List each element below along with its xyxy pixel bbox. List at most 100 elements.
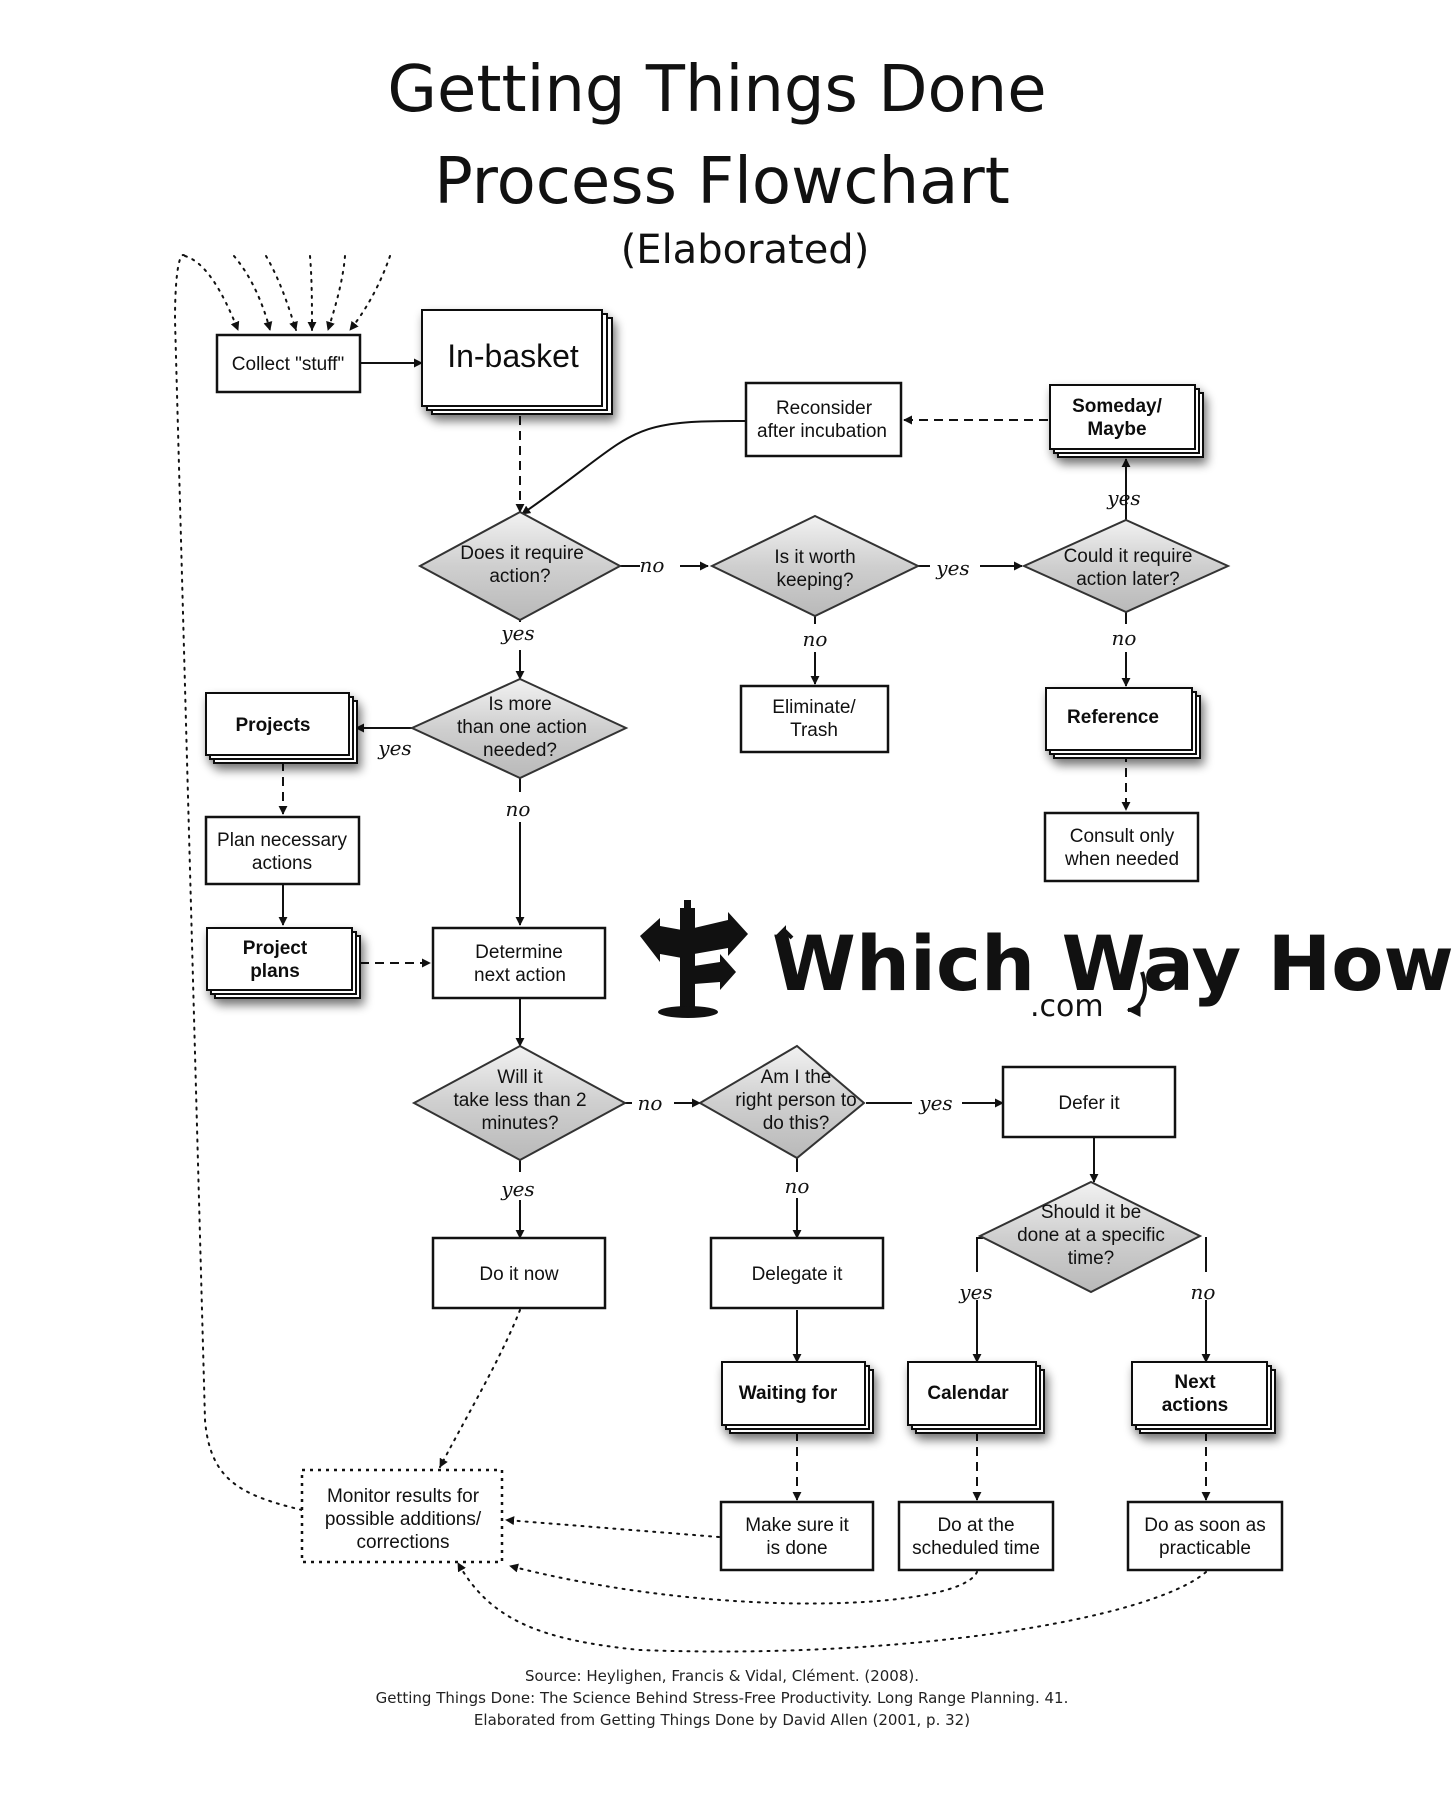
- node-two-minutes: Will it take less than 2 minutes?: [411, 1044, 628, 1162]
- node-someday-line2: Maybe: [1087, 419, 1146, 440]
- logo-suffix: .com: [1030, 989, 1104, 1024]
- label-later-yes: yes: [1106, 486, 1140, 510]
- node-require-line2: action?: [489, 566, 550, 587]
- edge-stuff-in-4: [307, 255, 317, 331]
- logo: Which Way How .com: [640, 900, 1454, 1024]
- node-two-line3: minutes?: [481, 1113, 558, 1134]
- edge-stuff-in-2: [233, 255, 273, 331]
- edge-scheduled-monitor: [509, 1563, 978, 1605]
- label-two-yes: yes: [500, 1177, 534, 1201]
- node-more-than-one: Is more than one action needed?: [409, 677, 629, 780]
- label-more-yes: yes: [377, 736, 411, 760]
- label-require-no: no: [640, 553, 665, 577]
- node-scheduled-line1: Do at the: [937, 1515, 1014, 1536]
- label-specific-yes: yes: [958, 1280, 992, 1304]
- node-pplans-line2: plans: [250, 961, 300, 982]
- node-pplans-line1: Project: [243, 938, 308, 959]
- node-right-line1: Am I the: [761, 1067, 832, 1088]
- source-line-3: Elaborated from Getting Things Done by D…: [474, 1711, 970, 1729]
- node-collect-stuff: Collect "stuff": [215, 333, 362, 394]
- label-later-no: no: [1112, 626, 1137, 650]
- node-defer-label: Defer it: [1058, 1093, 1120, 1114]
- title-line-3: (Elaborated): [621, 227, 870, 273]
- node-projects: Projects: [205, 692, 358, 764]
- label-worth-yes: yes: [935, 556, 969, 580]
- label-two-no: no: [638, 1091, 663, 1115]
- node-delegate-label: Delegate it: [752, 1264, 844, 1285]
- signpost-icon: [640, 900, 748, 1018]
- node-reconsider-line2: after incubation: [757, 421, 887, 442]
- source-line-1: Source: Heylighen, Francis & Vidal, Clém…: [525, 1667, 919, 1685]
- node-scheduled: Do at the scheduled time: [897, 1500, 1055, 1572]
- node-eliminate-line2: Trash: [790, 720, 838, 741]
- edge-donow-monitor: [439, 1309, 521, 1468]
- node-scheduled-line2: scheduled time: [912, 1538, 1040, 1559]
- node-waiting-label: Waiting for: [739, 1383, 838, 1404]
- node-makesure-line1: Make sure it: [745, 1515, 849, 1536]
- node-do-now: Do it now: [431, 1236, 607, 1310]
- node-plan-line2: actions: [252, 853, 312, 874]
- edge-stuff-in-5: [326, 255, 346, 331]
- node-calendar: Calendar: [907, 1361, 1045, 1434]
- node-reconsider-line1: Reconsider: [776, 398, 873, 419]
- edge-reconsider-require: [521, 419, 747, 515]
- node-nextacts-line2: actions: [1162, 1395, 1229, 1416]
- node-collect-stuff-label: Collect "stuff": [232, 354, 344, 375]
- node-calendar-label: Calendar: [927, 1383, 1009, 1404]
- node-waiting-for: Waiting for: [721, 1361, 874, 1434]
- node-action-later: Could it require action later?: [1021, 518, 1231, 614]
- label-worth-no: no: [803, 627, 828, 651]
- node-next-action: Determine next action: [431, 926, 607, 1000]
- node-worth-line2: keeping?: [776, 570, 853, 591]
- node-plan-actions: Plan necessary actions: [204, 815, 361, 886]
- source-line-2: Getting Things Done: The Science Behind …: [376, 1689, 1069, 1707]
- edge-labels: no yes yes yes no no yes no no yes yes n…: [377, 486, 1215, 1304]
- node-eliminate-line1: Eliminate/: [772, 697, 856, 718]
- edge-stuff-in-3: [265, 255, 298, 331]
- node-worth-line1: Is it worth: [774, 547, 855, 568]
- node-nextacts-line1: Next: [1174, 1372, 1216, 1393]
- edge-specific-next-a: [1205, 1237, 1207, 1272]
- node-more-line1: Is more: [488, 694, 551, 715]
- node-monitor: Monitor results for possible additions/ …: [300, 1468, 504, 1564]
- node-consult: Consult only when needed: [1043, 811, 1200, 883]
- node-project-plans: Project plans: [206, 927, 361, 999]
- node-later-line2: action later?: [1076, 569, 1180, 590]
- node-specific-time: Should it be done at a specific time?: [977, 1180, 1203, 1294]
- node-right-person: Am I the right person to do this?: [697, 1044, 866, 1160]
- node-require-action: Does it require action?: [417, 510, 623, 622]
- node-in-basket: In-basket: [421, 309, 613, 415]
- node-consult-line2: when needed: [1064, 849, 1179, 870]
- label-require-yes: yes: [500, 621, 534, 645]
- edge-monitor-loop: [173, 253, 303, 1511]
- node-monitor-line1: Monitor results for: [327, 1486, 480, 1507]
- label-more-no: no: [506, 797, 531, 821]
- node-later-line1: Could it require: [1064, 546, 1193, 567]
- node-reference: Reference: [1045, 687, 1201, 759]
- node-next-actions: Next actions: [1131, 1361, 1276, 1434]
- node-reference-label: Reference: [1067, 707, 1159, 728]
- node-make-sure: Make sure it is done: [719, 1500, 875, 1572]
- logo-up-arrow-icon: [774, 925, 794, 952]
- node-right-line2: right person to: [735, 1090, 856, 1111]
- node-two-line2: take less than 2: [453, 1090, 586, 1111]
- node-asap-line1: Do as soon as: [1144, 1515, 1265, 1536]
- title-line-1: Getting Things Done: [387, 53, 1046, 127]
- node-someday-line1: Someday/: [1072, 396, 1162, 417]
- node-more-line2: than one action: [457, 717, 587, 738]
- label-right-yes: yes: [918, 1091, 952, 1115]
- node-more-line3: needed?: [483, 740, 557, 761]
- node-reconsider: Reconsider after incubation: [744, 381, 903, 458]
- node-plan-line1: Plan necessary: [217, 830, 347, 851]
- node-projects-label: Projects: [236, 715, 311, 736]
- node-do-now-label: Do it now: [479, 1264, 558, 1285]
- edge-makesure-monitor: [505, 1516, 720, 1538]
- node-someday-maybe: Someday/ Maybe: [1049, 384, 1204, 458]
- nodes: Collect "stuff" In-basket Reconsider aft…: [204, 309, 1284, 1572]
- label-specific-no: no: [1191, 1280, 1216, 1304]
- node-require-line1: Does it require: [460, 543, 584, 564]
- logo-wordmark: Which Way How: [772, 919, 1454, 1008]
- node-consult-line1: Consult only: [1070, 826, 1175, 847]
- node-delegate: Delegate it: [709, 1236, 885, 1310]
- label-right-no: no: [785, 1174, 810, 1198]
